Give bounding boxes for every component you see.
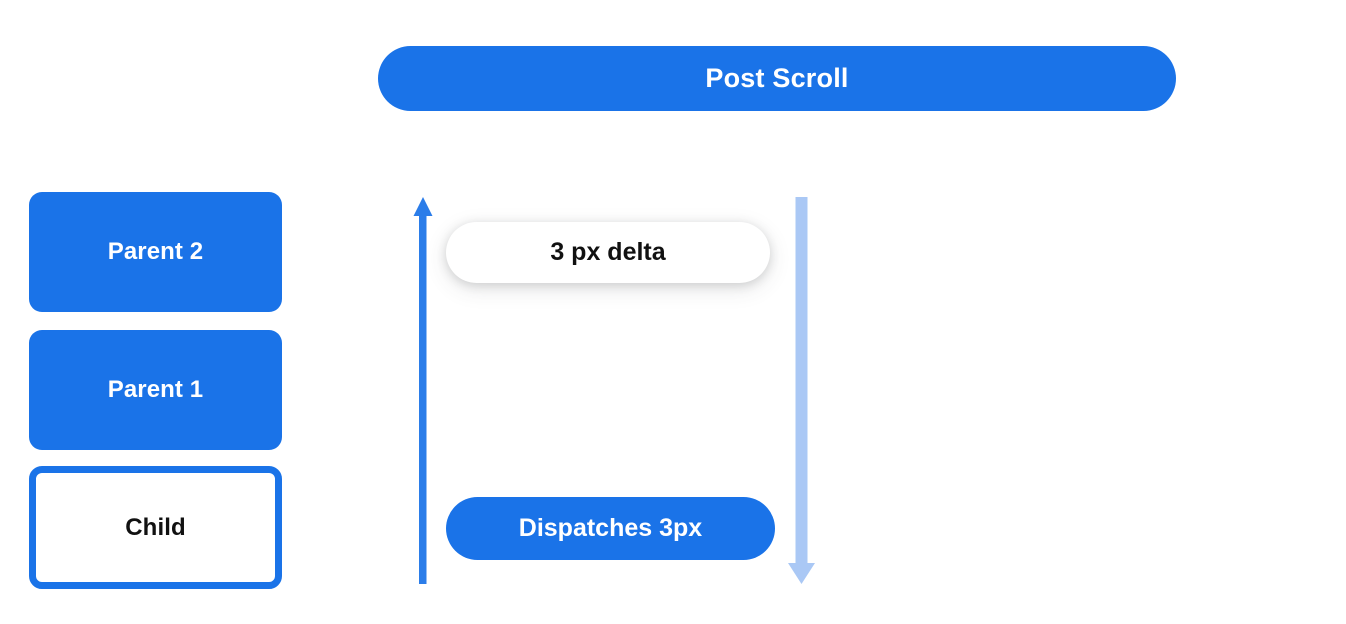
- node-box-parent-2: Parent 2: [29, 192, 282, 312]
- delta-chip-label: 3 px delta: [550, 238, 666, 266]
- node-box-child: Child: [29, 466, 282, 589]
- arrow-up-icon: [413, 197, 433, 584]
- post-scroll-header: Post Scroll: [378, 46, 1176, 111]
- node-box-parent-1-label: Parent 1: [107, 376, 204, 403]
- node-box-parent-2-label: Parent 2: [107, 238, 204, 265]
- post-scroll-header-label: Post Scroll: [705, 63, 849, 93]
- node-box-parent-1: Parent 1: [29, 330, 282, 450]
- dispatch-pill-label: Dispatches 3px: [518, 514, 703, 542]
- arrow-down-icon: [788, 197, 815, 584]
- delta-chip: 3 px delta: [446, 222, 770, 283]
- dispatch-pill: Dispatches 3px: [446, 497, 775, 560]
- node-box-child-label: Child: [125, 513, 186, 541]
